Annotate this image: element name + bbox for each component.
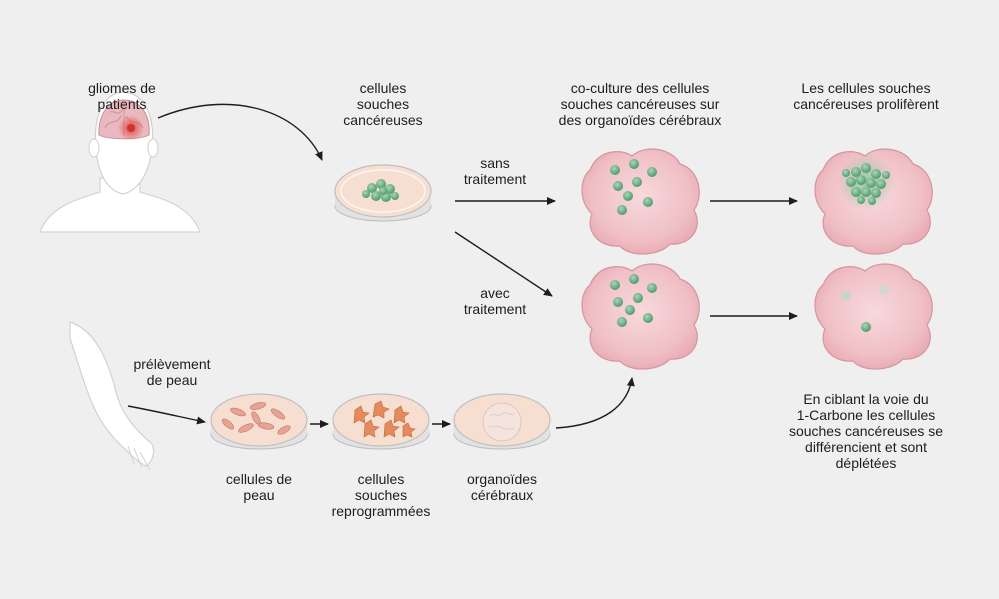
arrows [127, 103, 798, 429]
dish-skin-cells [210, 393, 308, 450]
dish-cancer-stem-cells [334, 164, 432, 222]
label-skin-cells: cellules de peau [225, 471, 293, 503]
label-brain-organoids: organoïdes cérébraux [466, 471, 538, 503]
label-proliferate: Les cellules souches cancéreuses prolifè… [793, 80, 939, 112]
arrow-organoid-to-coculture [555, 377, 635, 429]
dish-brain-organoid [453, 393, 551, 450]
label-patient-gliomas: gliomes de patients [88, 80, 156, 112]
organoid-proliferating [814, 148, 933, 255]
organoid-coculture-untreated [581, 148, 700, 255]
label-targeting-note: En ciblant la voie du 1-Carbone les cell… [788, 391, 944, 471]
organoid-coculture-treated [581, 263, 700, 370]
patient-head-icon [39, 91, 201, 233]
arrow-skin-biopsy [127, 405, 206, 425]
label-reprogrammed-stem-cells: cellules souches reprogrammées [331, 471, 431, 519]
arrow-with-treatment [454, 231, 553, 297]
label-with-treatment: avec traitement [463, 285, 527, 317]
label-skin-biopsy: prélèvement de peau [133, 356, 211, 388]
dish-reprogrammed-cells [332, 393, 430, 450]
organoid-depleted [814, 263, 933, 370]
arm-icon [69, 321, 155, 471]
arrow-glioma-to-cancer-cells [157, 103, 323, 161]
label-coculture: co-culture des cellules souches cancéreu… [558, 80, 722, 128]
label-no-treatment: sans traitement [463, 155, 527, 187]
label-cancer-stem-cells: cellules souches cancéreuses [343, 80, 423, 128]
